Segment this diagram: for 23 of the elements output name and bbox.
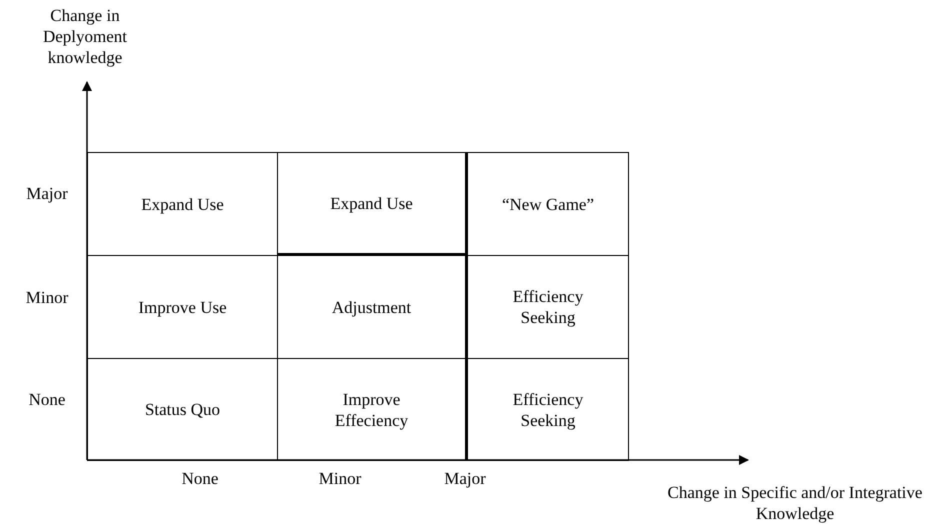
cell-text: Expand Use bbox=[329, 192, 414, 214]
cell-text: Improve Effeciency bbox=[334, 388, 410, 430]
matrix-cell bbox=[87, 152, 278, 256]
cell-text: “New Game” bbox=[500, 194, 596, 214]
cell-text: Efficiency Seeking bbox=[512, 286, 584, 328]
axis-title: Change in Deplyoment knowledge bbox=[42, 5, 128, 68]
cell-text: Efficiency Seeking bbox=[512, 388, 584, 430]
cell-text: Adjustment bbox=[330, 296, 412, 318]
matrix-cell bbox=[467, 152, 629, 256]
row-label: Major bbox=[25, 183, 69, 204]
row-label: None bbox=[28, 389, 66, 410]
matrix-cell bbox=[277, 358, 468, 461]
row-label: Minor bbox=[24, 287, 70, 308]
cell-text: Expand Use bbox=[140, 194, 225, 214]
matrix-cell bbox=[87, 358, 278, 461]
column-label: None bbox=[180, 468, 220, 489]
cell-text: Status Quo bbox=[144, 399, 222, 420]
column-label: Major bbox=[443, 468, 487, 489]
matrix-cell bbox=[277, 152, 468, 256]
column-label: Minor bbox=[318, 468, 362, 489]
axis-title: Change in Specific and/or Integrative Knowledge bbox=[666, 482, 924, 524]
cell-text: Improve Use bbox=[137, 296, 228, 318]
matrix-cell bbox=[467, 358, 629, 461]
